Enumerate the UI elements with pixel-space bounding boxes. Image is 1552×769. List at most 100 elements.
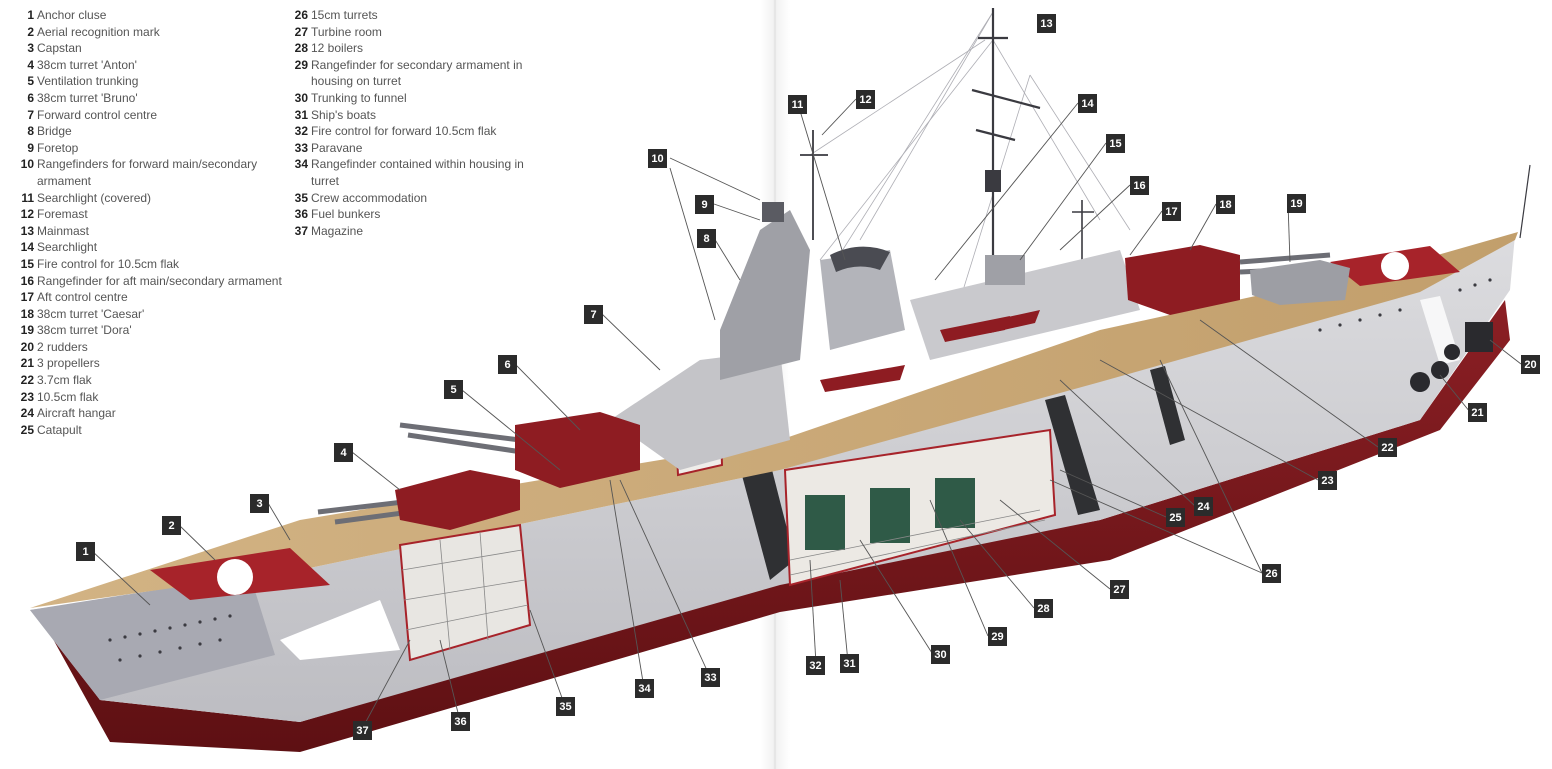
legend-item-number: 16: [20, 273, 34, 288]
legend-item-number: 26: [294, 8, 308, 22]
leader-lines: [91, 98, 1522, 730]
forward-aerial-mark-disc: [217, 559, 253, 595]
callout-2: 2: [162, 516, 181, 535]
callout-35: 35: [556, 697, 575, 716]
callout-5: 5: [444, 380, 463, 399]
forward-cutaway-decks: [401, 531, 529, 651]
legend-item-number: 5: [27, 74, 34, 89]
legend-item-number: 21: [20, 356, 34, 371]
legend-item-number: 2: [27, 24, 34, 39]
legend-item-number: 9: [27, 140, 34, 155]
legend-item-label: Ship's boats: [311, 107, 376, 122]
portholes: [108, 278, 1492, 662]
legend-item-label: Bridge: [37, 124, 72, 139]
legend-item-number: 18: [20, 306, 34, 321]
callout-27: 27: [1110, 580, 1129, 599]
legend-item-label: Paravane: [311, 140, 363, 155]
camouflage-stripe: [1150, 366, 1185, 445]
foremast: [800, 130, 828, 240]
legend-item-label: Ventilation trunking: [37, 74, 139, 89]
legend-item-label: Fire control for 10.5cm flak: [37, 256, 180, 271]
callout-15: 15: [1106, 134, 1125, 153]
legend-item-label: Aft control centre: [37, 290, 128, 305]
legend-item-number: 28: [294, 41, 308, 56]
callout-29: 29: [988, 627, 1007, 646]
forward-superstructure: [610, 350, 790, 470]
camouflage-stripe: [740, 462, 795, 580]
callout-14: 14: [1078, 94, 1097, 113]
legend-item-number: 34: [294, 157, 308, 172]
legend-item-number: 19: [20, 323, 34, 338]
legend-item-number: 12: [20, 207, 34, 222]
callout-16: 16: [1130, 176, 1149, 195]
legend-item-label: Turbine room: [311, 24, 382, 39]
callout-3: 3: [250, 494, 269, 513]
callout-37: 37: [353, 721, 372, 740]
callout-8: 8: [697, 229, 716, 248]
callout-10: 10: [648, 149, 667, 168]
funnel-cap: [830, 246, 890, 272]
legend-item-label: Aerial recognition mark: [37, 24, 160, 39]
legend-item-number: 17: [20, 290, 34, 305]
callout-31: 31: [840, 654, 859, 673]
legend-item-number: 6: [27, 90, 34, 105]
legend-item-label: Searchlight (covered): [37, 190, 152, 205]
legend-item-number: 13: [20, 223, 34, 238]
callout-11: 11: [788, 95, 807, 114]
callout-18: 18: [1216, 195, 1235, 214]
legend-item-label: Anchor cluse: [37, 8, 107, 22]
legend-item-label: Searchlight: [37, 240, 98, 255]
callout-1: 1: [76, 542, 95, 561]
boiler-rooms: [805, 478, 975, 550]
legend-item-label: Magazine: [311, 223, 364, 238]
legend-item-number: 4: [27, 57, 34, 72]
funnel: [820, 250, 905, 350]
legend-item-label: 38cm turret 'Anton': [37, 57, 137, 72]
callout-6: 6: [498, 355, 517, 374]
legend-item-label: 12 boilers: [311, 41, 364, 56]
callout-28: 28: [1034, 599, 1053, 618]
legend-item-label: Crew accommodation: [311, 190, 428, 205]
legend-item-label: 15cm turrets: [311, 8, 378, 22]
legend-item-label: Rangefinders for forward main/secondary …: [37, 157, 258, 188]
bridge-tower: [720, 210, 810, 380]
legend-item-label: 38cm turret 'Dora': [37, 323, 132, 338]
legend-item-label: Catapult: [37, 422, 82, 437]
callout-7: 7: [584, 305, 603, 324]
stern-flagstaff: [1519, 164, 1531, 239]
legend-item-label: Aircraft hangar: [37, 406, 116, 421]
turret-dora: [1250, 260, 1350, 305]
callout-4: 4: [334, 443, 353, 462]
legend-item-label: 38cm turret 'Caesar': [37, 306, 145, 321]
legend-item-number: 15: [20, 256, 34, 271]
mainmast-platform: [985, 170, 1001, 192]
legend-item-number: 23: [20, 389, 34, 404]
legend-item-number: 1: [27, 8, 34, 22]
forward-cutaway: [398, 523, 532, 662]
callout-24: 24: [1194, 497, 1213, 516]
legend-item-number: 20: [20, 339, 34, 354]
